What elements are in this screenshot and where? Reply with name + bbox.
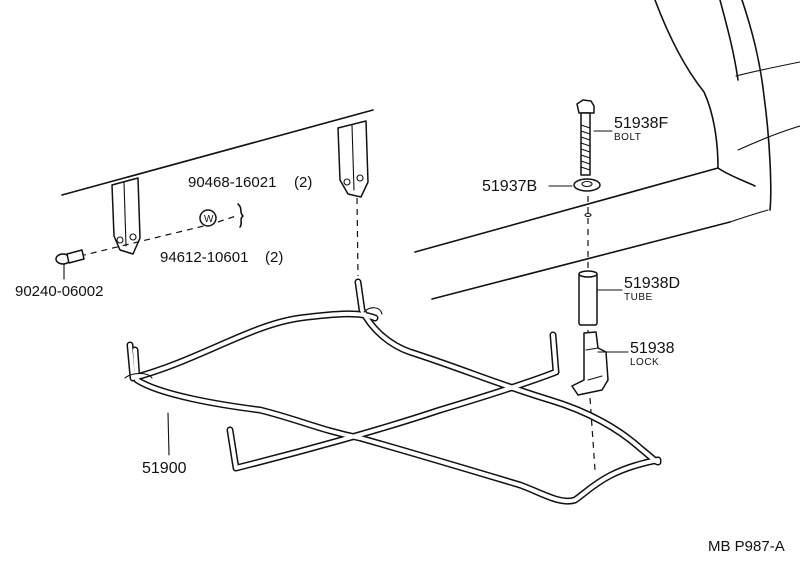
bolt-part — [576, 99, 595, 176]
w-washer-part — [199, 209, 217, 227]
bolt-part-number: 51938F — [614, 115, 668, 132]
washer-part — [573, 178, 601, 218]
clip-part-number: 90468-16021 — [188, 174, 276, 191]
lock-part — [571, 331, 609, 396]
assembly-lines — [79, 196, 596, 471]
w-washer-mark: W — [204, 214, 214, 225]
w-washer-part-number: 94612-10601 — [160, 249, 248, 266]
lock-part-number: 51938 — [630, 340, 675, 357]
w-washer-quantity: (2) — [265, 249, 283, 266]
right-mounting-bracket — [337, 120, 369, 198]
figure-code: MB P987-A — [708, 538, 785, 555]
pin-part-number: 90240-06002 — [15, 283, 103, 300]
tube-part-number: 51938D — [624, 275, 680, 292]
pin-part — [55, 249, 85, 265]
tube-part — [578, 270, 598, 326]
bolt-description: BOLT — [614, 132, 641, 143]
leader-lines — [63, 130, 629, 456]
spare-tire-carrier-frame — [124, 278, 662, 505]
tube-description: TUBE — [624, 292, 653, 303]
left-mounting-bracket — [111, 177, 141, 255]
clip-part — [237, 203, 244, 228]
vehicle-body-outline — [61, 0, 800, 300]
washer-part-number: 51937B — [482, 178, 537, 195]
carrier-part-number: 51900 — [142, 460, 187, 477]
clip-quantity: (2) — [294, 174, 312, 191]
lock-description: LOCK — [630, 357, 659, 368]
